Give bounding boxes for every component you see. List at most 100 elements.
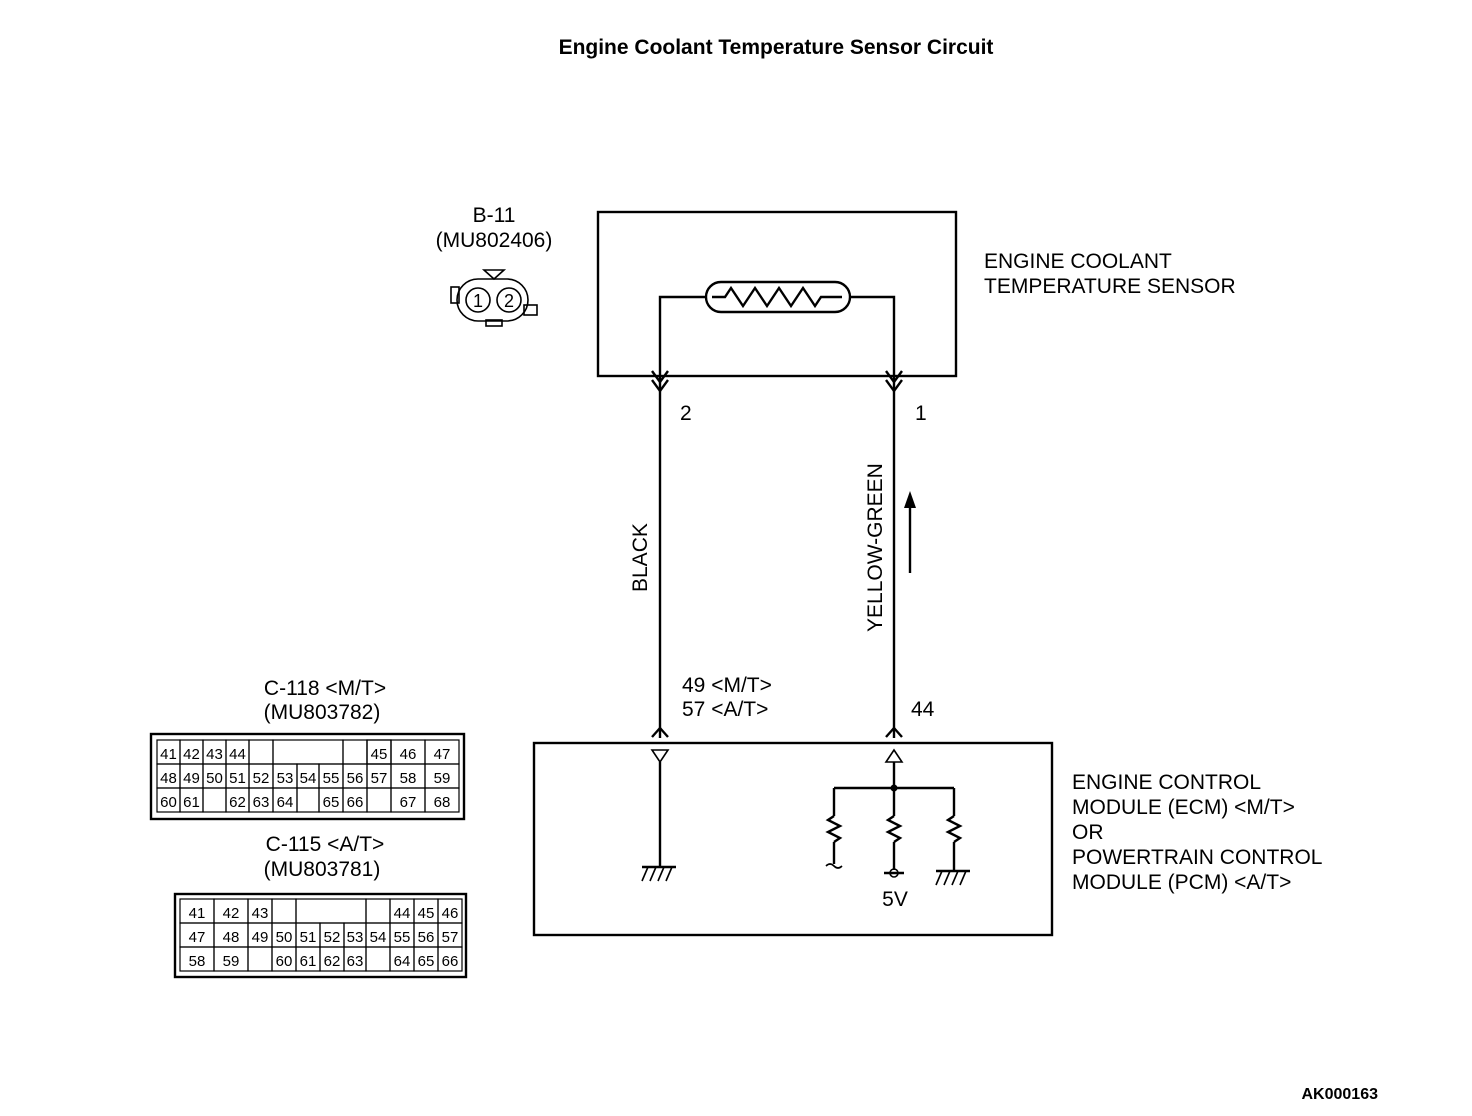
connector-pin-number: 45: [418, 905, 435, 922]
pullup-resistor-icon: 5V: [882, 788, 908, 911]
connector-pin-number: 65: [418, 953, 435, 970]
connector-pin-number: 48: [223, 929, 240, 946]
connector-pin-cell: [248, 739, 274, 765]
connector-pin-number: 44: [394, 905, 411, 922]
connector-pin-cell: [342, 739, 368, 765]
connector-pin-number: 60: [276, 953, 293, 970]
thermistor-icon: [658, 280, 896, 376]
resistor-icon: [825, 788, 843, 869]
connector-pin-number: 59: [434, 770, 451, 787]
connector-pin-cell: [365, 946, 391, 972]
wire-color-black: BLACK: [629, 523, 652, 592]
connector-pin-number: 51: [229, 770, 246, 787]
connector-pin-number: 50: [206, 770, 223, 787]
figure-code: AK000163: [1302, 1086, 1379, 1103]
sensor-connector-id: B-11: [473, 204, 516, 227]
connector-pin-number: 52: [324, 929, 341, 946]
connector-pin-cell: [202, 787, 227, 813]
connector-pin-number: 47: [189, 929, 206, 946]
connector-pin-number: 45: [371, 746, 388, 763]
ecm-name-line-3: OR: [1072, 821, 1104, 844]
connector-pin-number: 68: [434, 794, 451, 811]
ecm-name-line-5: MODULE (PCM) <A/T>: [1072, 871, 1291, 894]
connector-pin-number: 52: [253, 770, 270, 787]
connector-c115-label: C-115 <A/T>: [266, 833, 385, 856]
connector-pin-number: 64: [277, 794, 294, 811]
sensor-pin-1-label: 1: [915, 402, 927, 425]
connector-pin-number: 55: [323, 770, 340, 787]
connector-pin-number: 57: [371, 770, 388, 787]
ecm-name-line-2: MODULE (ECM) <M/T>: [1072, 796, 1295, 819]
ecm-name-line-4: POWERTRAIN CONTROL: [1072, 846, 1322, 869]
connector-pin-number: 56: [347, 770, 364, 787]
wire-black: 2 BLACK 49 <M/T> 57 <A/T>: [629, 370, 772, 738]
supply-voltage-label: 5V: [882, 888, 908, 911]
connector-pin-number: 50: [276, 929, 293, 946]
connector-pin-cell: [295, 898, 367, 924]
wire-yellow-green: 1 YELLOW-GREEN 44: [864, 370, 935, 738]
connector-pin-number: 57: [442, 929, 459, 946]
connector-pin-number: 66: [347, 794, 364, 811]
ecm-housing: [532, 741, 1054, 937]
connector-pin-number: 43: [252, 905, 269, 922]
connector-pin-number: 58: [400, 770, 417, 787]
connector-pin-number: 42: [223, 905, 240, 922]
connector-pin-number: 54: [300, 770, 317, 787]
connector-pin-number: 63: [253, 794, 270, 811]
connector-c118-part-number: (MU803782): [264, 701, 381, 724]
connector-c115-part-number: (MU803781): [264, 858, 381, 881]
connector-pin-number: 60: [160, 794, 177, 811]
connector-pin-number: 62: [229, 794, 246, 811]
sensor-name-line-1: ENGINE COOLANT: [984, 250, 1172, 273]
sensor-pin-2-label: 2: [680, 402, 692, 425]
sensor-name-line-2: TEMPERATURE SENSOR: [984, 275, 1236, 298]
connector-pin-cell: [296, 787, 320, 813]
ground-icon: [641, 865, 676, 882]
ecm-module: 5V ENGINE CONTROL MODULE (ECM) <M/T> OR …: [532, 741, 1322, 937]
connector-pin-number: 41: [189, 905, 206, 922]
ecm-pin-at-label: 57 <A/T>: [682, 698, 768, 721]
connector-pin-cell: [424, 787, 460, 813]
sensor-connector-pin-2: 2: [504, 291, 514, 311]
connector-pin-cell: [271, 898, 297, 924]
connector-pin-number: 41: [160, 746, 177, 763]
sensor-connector-b11: B-11 (MU802406) 1 2: [436, 204, 552, 327]
ecm-pin-44-label: 44: [911, 698, 935, 721]
current-direction-arrow-icon: [904, 491, 916, 573]
connector-pin-cell: [366, 787, 392, 813]
connector-pin-number: 44: [229, 746, 246, 763]
connector-c118-label: C-118 <M/T>: [264, 677, 386, 700]
ground-resistor-icon: [935, 788, 970, 886]
connector-pin-cell: [365, 898, 391, 924]
ecm-pin-mt-label: 49 <M/T>: [682, 674, 772, 697]
connector-pin-number: 64: [394, 953, 411, 970]
sensor-connector-pin-1: 1: [473, 291, 483, 311]
connector-pin-number: 61: [183, 794, 200, 811]
connector-pin-number: 43: [206, 746, 223, 763]
connector-c115: C-115 <A/T> (MU803781) 41 42 43 44 45 46 47 48 4…: [173, 833, 468, 979]
coolant-temperature-sensor: ENGINE COOLANT TEMPERATURE SENSOR: [596, 210, 1236, 378]
sensor-housing: [596, 210, 958, 378]
ecm-ground-circuit: [641, 749, 676, 882]
connector-pin-number: 42: [183, 746, 200, 763]
connector-pin-number: 67: [400, 794, 417, 811]
connector-pin-number: 51: [300, 929, 317, 946]
connector-c118: C-118 <M/T> (MU803782) 41 42 43 44 45 46 47 48 4…: [149, 677, 466, 821]
connector-pin-number: 49: [183, 770, 200, 787]
connector-pin-number: 46: [400, 746, 417, 763]
wire-color-yellow-green: YELLOW-GREEN: [864, 463, 887, 632]
connector-pin-number: 58: [189, 953, 206, 970]
connector-pin-number: 65: [323, 794, 340, 811]
connector-pin-number: 48: [160, 770, 177, 787]
connector-pin-number: 56: [418, 929, 435, 946]
connector-pin-number: 49: [252, 929, 269, 946]
ecm-sensor-input-circuit: 5V: [825, 748, 970, 911]
connector-pin-number: 46: [442, 905, 459, 922]
ecm-name-line-1: ENGINE CONTROL: [1072, 771, 1261, 794]
connector-pin-number: 63: [347, 953, 364, 970]
connector-pin-number: 66: [442, 953, 459, 970]
connector-pin-number: 47: [434, 746, 451, 763]
